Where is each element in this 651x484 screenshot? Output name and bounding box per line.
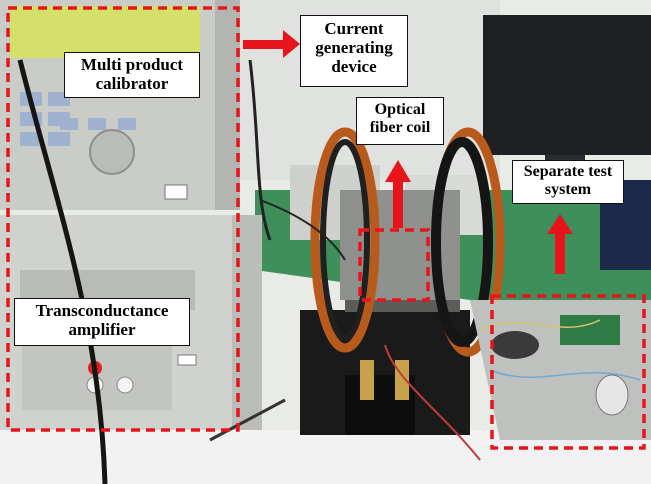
power-button <box>164 184 188 200</box>
amplifier-power-button <box>177 354 197 366</box>
transconductance-amplifier-label: Transconductance amplifier <box>14 298 190 346</box>
arrow-head-up-coil <box>385 160 411 182</box>
separate-test-system-label: Separate test system <box>512 160 624 204</box>
arrow-shaft-up-coil <box>393 180 403 228</box>
annotation-arrows <box>243 30 573 274</box>
calibrator-side <box>215 0 240 210</box>
red-wire <box>384 344 481 461</box>
fiber-spool-white <box>595 374 629 416</box>
calibrator-display <box>10 6 200 58</box>
wire <box>259 199 346 261</box>
arrow-head-right <box>283 30 300 58</box>
terminal-post <box>360 360 374 400</box>
annotation-boxes <box>6 6 646 450</box>
calibrator-keypad <box>20 92 136 146</box>
rear-cable <box>248 59 272 241</box>
arrow-head-up-test <box>547 214 573 234</box>
tweezers <box>209 398 286 442</box>
multi-product-calibrator-label: Multi product calibrator <box>64 52 200 98</box>
calibrator-amplifier-box <box>6 6 240 432</box>
monitor <box>483 15 651 155</box>
arrow-shaft-right <box>243 40 283 49</box>
fiber-coil-box <box>358 228 430 302</box>
black-cable <box>17 59 108 484</box>
optical-fiber-coil-label: Optical fiber coil <box>356 97 444 145</box>
arrow-shaft-up-test <box>555 232 565 274</box>
calibrator-knob <box>89 129 135 175</box>
coil-holder-left <box>320 139 370 341</box>
coil-holder-right <box>431 137 493 347</box>
copper-coil-left <box>310 127 380 353</box>
fiber <box>489 369 641 381</box>
fiber-spool <box>491 331 539 359</box>
terminal-white <box>116 376 134 394</box>
test-system-box <box>490 294 646 450</box>
current-generating-device-label: Current generating device <box>300 15 408 87</box>
circuit-board <box>560 315 620 345</box>
